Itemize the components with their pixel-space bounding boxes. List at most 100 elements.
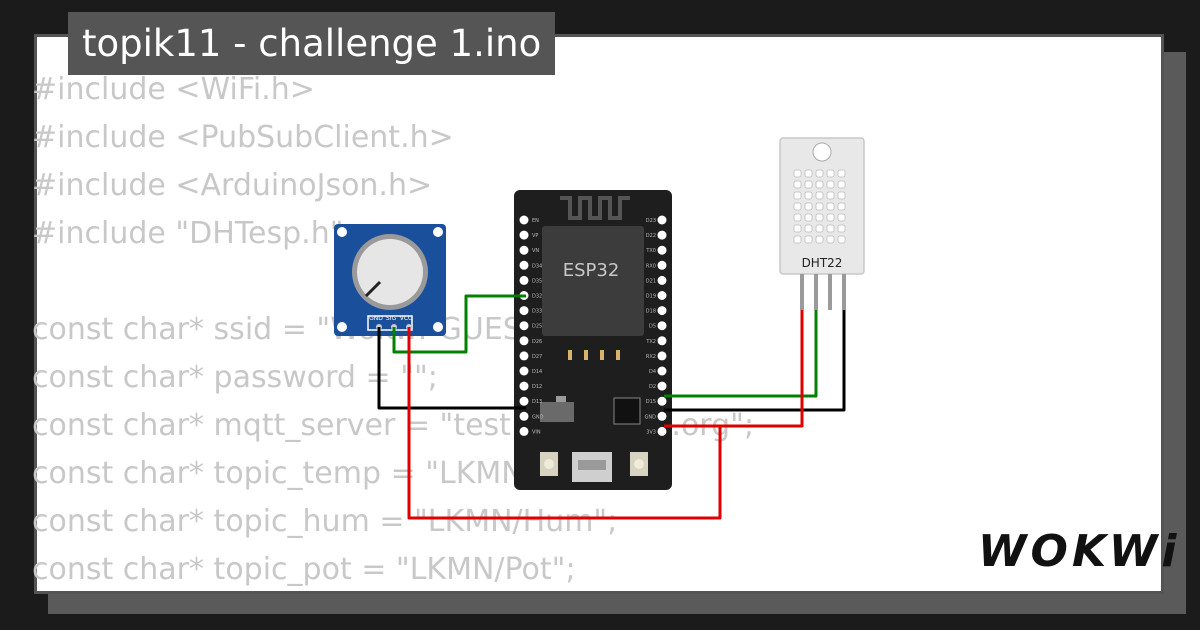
esp32-pin-label: RX0 xyxy=(646,263,656,269)
esp32-pin[interactable] xyxy=(657,306,667,316)
dht22-vent xyxy=(804,169,813,178)
dht22-vent xyxy=(804,202,813,211)
esp32-pin-label: GND xyxy=(645,414,657,420)
dht22-vent xyxy=(815,180,824,189)
dht22-vent xyxy=(804,191,813,200)
esp32-pin-label: D12 xyxy=(532,384,542,390)
dht22-vent xyxy=(793,180,802,189)
potentiometer[interactable]: GND SIG VCC xyxy=(334,224,446,336)
dht22-vent xyxy=(837,169,846,178)
esp32-pin-label: GND xyxy=(532,414,544,420)
esp32-pin-label: D22 xyxy=(646,233,656,239)
esp32-pin[interactable] xyxy=(519,230,529,240)
esp32-pin-label: TX0 xyxy=(645,248,656,254)
esp32-pin-label: D21 xyxy=(646,278,656,284)
esp32-pin-label: VN xyxy=(532,248,539,254)
dht22-vent xyxy=(826,191,835,200)
esp32-pin[interactable] xyxy=(519,411,529,421)
code-line: const char* topic_pot = "LKMN/Pot"; xyxy=(32,552,576,587)
esp32-pin[interactable] xyxy=(657,396,667,406)
dht22-sensor[interactable]: DHT22 xyxy=(779,137,865,310)
esp32-pin-label: D34 xyxy=(532,263,542,269)
esp32-pin-label: D18 xyxy=(646,309,656,315)
esp32-label: ESP32 xyxy=(563,260,620,281)
esp32-pin-label: D4 xyxy=(649,369,656,375)
esp32-pin-label: D26 xyxy=(532,339,542,345)
wire-dht-power xyxy=(664,310,804,428)
esp32-pin-label: D2 xyxy=(649,384,656,390)
esp32-pin[interactable] xyxy=(519,215,529,225)
esp32-pin[interactable] xyxy=(657,260,667,270)
dht22-vent xyxy=(837,191,846,200)
esp32-pin-label: D19 xyxy=(646,294,656,300)
esp32-pin-label: D33 xyxy=(532,309,542,315)
dht22-vent xyxy=(826,213,835,222)
esp32-pin[interactable] xyxy=(519,306,529,316)
dht22-vent xyxy=(826,180,835,189)
esp32-pin[interactable] xyxy=(657,381,667,391)
esp32-pin[interactable] xyxy=(519,275,529,285)
code-line: #include "DHTesp.h" xyxy=(32,216,344,251)
code-line: const char* topic_hum = "LKMN/Hum"; xyxy=(32,504,618,539)
dht22-vent xyxy=(815,169,824,178)
pot-pin-sig: SIG xyxy=(386,315,397,322)
esp32-pin[interactable] xyxy=(519,396,529,406)
dht22-label: DHT22 xyxy=(802,256,843,270)
wire-pot-signal xyxy=(392,294,526,354)
dht22-vent xyxy=(815,235,824,244)
esp32-pin-label: VIN xyxy=(532,429,541,435)
dht22-vent xyxy=(826,169,835,178)
esp32-pin[interactable] xyxy=(519,351,529,361)
esp32-pin[interactable] xyxy=(519,381,529,391)
esp32-pin-label: D15 xyxy=(646,399,656,405)
esp32-pin[interactable] xyxy=(657,411,667,421)
esp32-pin[interactable] xyxy=(519,366,529,376)
esp32-pin[interactable] xyxy=(519,426,529,436)
dht22-vent xyxy=(793,235,802,244)
esp32-pin[interactable] xyxy=(657,230,667,240)
dht22-vent xyxy=(804,235,813,244)
esp32-pin-label: 3V3 xyxy=(646,429,656,435)
dht22-vent xyxy=(826,202,835,211)
esp32-pin[interactable] xyxy=(657,366,667,376)
dht22-vent xyxy=(804,180,813,189)
dht22-vent xyxy=(837,202,846,211)
dht22-vent xyxy=(815,213,824,222)
esp32-pin[interactable] xyxy=(519,321,529,331)
esp32-pin[interactable] xyxy=(657,336,667,346)
dht22-vent xyxy=(837,224,846,233)
dht22-vent xyxy=(837,213,846,222)
esp32-pin[interactable] xyxy=(657,426,667,436)
dht22-vent xyxy=(826,235,835,244)
dht22-vent xyxy=(826,224,835,233)
wire-dht-data xyxy=(664,310,818,398)
code-line: #include <WiFi.h> xyxy=(32,72,315,107)
dht22-vent xyxy=(793,213,802,222)
esp32-pin[interactable] xyxy=(519,336,529,346)
dht22-vent xyxy=(793,224,802,233)
dht22-vent xyxy=(815,224,824,233)
esp32-pin-label: VP xyxy=(532,233,538,239)
dht22-vent xyxy=(837,235,846,244)
esp32-pin-label: D27 xyxy=(532,354,542,360)
code-line: #include <ArduinoJson.h> xyxy=(32,168,433,203)
esp32-pin[interactable] xyxy=(657,291,667,300)
esp32-pin[interactable] xyxy=(657,275,667,285)
dht22-vent xyxy=(837,180,846,189)
esp32-pin-label: TX2 xyxy=(645,339,656,345)
esp32-pin[interactable] xyxy=(657,245,667,255)
dht22-vent xyxy=(793,202,802,211)
esp32-board[interactable]: ESP32 xyxy=(514,190,672,490)
esp32-pin[interactable] xyxy=(657,351,667,361)
esp32-pin[interactable] xyxy=(519,260,529,270)
pot-pin-vcc: VCC xyxy=(400,315,412,322)
esp32-pin[interactable] xyxy=(657,215,667,225)
esp32-pin[interactable] xyxy=(519,245,529,255)
wire-dht-ground xyxy=(664,310,846,412)
esp32-pin-label: EN xyxy=(532,218,539,224)
wire-pot-ground xyxy=(377,327,526,410)
esp32-pin[interactable] xyxy=(657,321,667,331)
esp32-pin-label: D32 xyxy=(532,294,542,300)
code-line: #include <PubSubClient.h> xyxy=(32,120,454,155)
dht22-vent xyxy=(793,191,802,200)
